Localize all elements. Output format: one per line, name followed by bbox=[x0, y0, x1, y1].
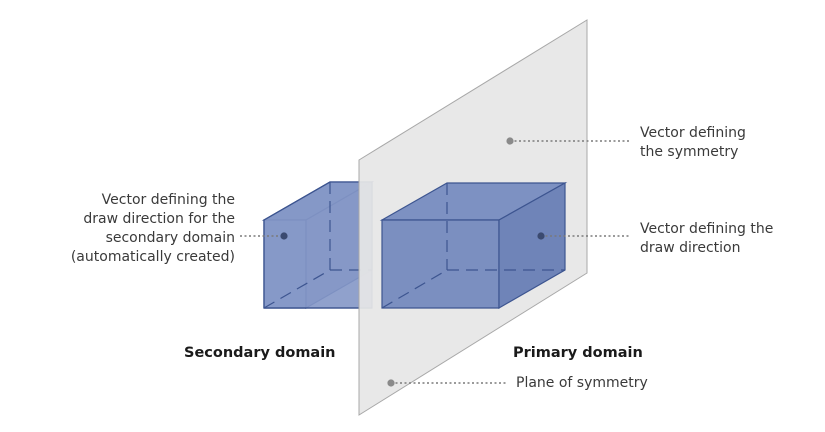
plane-of-symmetry-label: Plane of symmetry bbox=[516, 375, 648, 391]
plane-point bbox=[387, 379, 395, 387]
symmetry-vector-label: Vector defining the symmetry bbox=[640, 125, 746, 160]
secondary-domain-box bbox=[261, 180, 375, 310]
primary-box-hidden-edge bbox=[381, 269, 448, 309]
primary-domain-label: Primary domain bbox=[513, 345, 643, 361]
secondary-vector-point bbox=[280, 232, 288, 240]
draw-direction-vector-label: Vector defining the draw direction bbox=[640, 221, 774, 256]
secondary-box-body bbox=[263, 181, 373, 309]
secondary-domain-label: Secondary domain bbox=[184, 345, 336, 361]
primary-box-front-face bbox=[381, 219, 500, 309]
secondary-box-hidden-edge bbox=[263, 269, 331, 309]
symmetry-vector-point bbox=[506, 137, 514, 145]
primary-domain-box bbox=[379, 181, 568, 310]
secondary-box-top-edge bbox=[263, 181, 331, 221]
secondary-vector-label: Vector defining the draw direction for t… bbox=[70, 192, 235, 265]
draw-direction-point bbox=[537, 232, 545, 240]
